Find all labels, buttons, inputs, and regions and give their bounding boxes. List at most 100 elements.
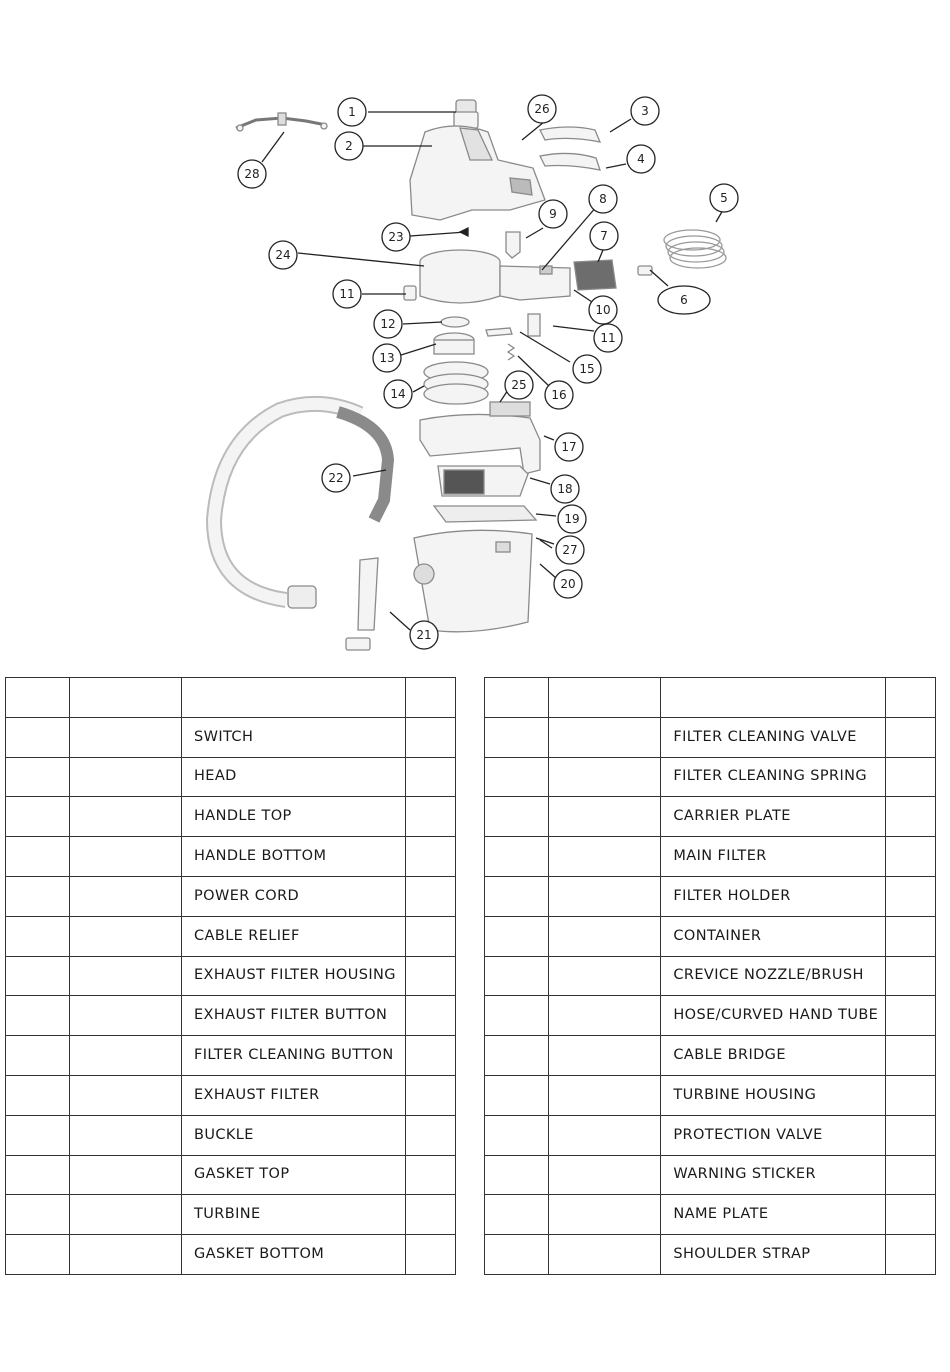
svg-text:25: 25	[511, 378, 526, 392]
empty-cell	[548, 1194, 662, 1236]
part-name-cell: CARRIER PLATE	[660, 796, 886, 838]
callout-26: 26	[527, 94, 557, 124]
empty-cell	[884, 875, 937, 917]
callout-3: 3	[630, 96, 660, 126]
part-name-cell: CONTAINER	[660, 915, 886, 957]
svg-text:24: 24	[275, 248, 290, 262]
part-name-cell: BUCKLE	[181, 1114, 406, 1156]
svg-text:6: 6	[680, 293, 688, 307]
empty-cell	[5, 1194, 70, 1236]
part-row: POWER CORD	[5, 875, 456, 917]
callout-11-right: 11	[593, 323, 623, 353]
empty-cell	[69, 1035, 182, 1076]
empty-cell	[5, 1035, 70, 1076]
svg-text:19: 19	[564, 512, 579, 526]
crevice-nozzle-part	[345, 557, 379, 651]
part-row: CABLE RELIEF	[5, 915, 456, 957]
part-row: HOSE/CURVED HAND TUBE	[483, 995, 937, 1037]
svg-text:3: 3	[641, 104, 649, 118]
empty-cell	[884, 1035, 937, 1076]
svg-text:11: 11	[339, 287, 354, 301]
svg-text:18: 18	[557, 482, 572, 496]
empty-cell	[483, 1114, 550, 1156]
part-row: MAIN FILTER	[483, 836, 937, 877]
empty-cell	[884, 1234, 937, 1275]
part-row: GASKET TOP	[5, 1154, 456, 1196]
part-name-cell: EXHAUST FILTER	[181, 1074, 406, 1116]
part-row: CONTAINER	[483, 915, 937, 957]
empty-cell	[548, 716, 662, 758]
svg-text:23: 23	[388, 230, 403, 244]
callout-11-left: 11	[332, 279, 362, 309]
turbine-part	[433, 332, 475, 355]
part-name-cell: HEAD	[181, 756, 406, 798]
part-name-cell: NAME PLATE	[660, 1194, 886, 1236]
filter-cleaning-spring-part	[506, 343, 516, 361]
leader-lines	[261, 111, 724, 631]
power-cord-part	[663, 229, 727, 269]
shoulder-strap-part	[235, 112, 328, 132]
part-name-cell: MAIN FILTER	[660, 836, 886, 877]
filter-holder-part	[432, 505, 538, 523]
part-row: TURBINE HOUSING	[483, 1074, 937, 1116]
empty-cell	[69, 995, 182, 1037]
empty-cell	[483, 955, 550, 997]
empty-cell	[884, 716, 937, 758]
empty-cell	[405, 1114, 456, 1156]
container-part	[413, 529, 533, 633]
callout-2: 2	[334, 131, 364, 161]
callout-24: 24	[268, 240, 298, 270]
empty-cell	[69, 875, 182, 917]
empty-cell	[483, 915, 550, 957]
empty-cell	[69, 836, 182, 877]
empty-cell	[5, 716, 70, 758]
svg-text:5: 5	[720, 191, 728, 205]
part-name-cell: HANDLE TOP	[181, 796, 406, 838]
empty-cell	[548, 1154, 662, 1196]
part-name-cell: POWER CORD	[181, 875, 406, 917]
empty-cell	[69, 796, 182, 838]
header-cell	[884, 677, 937, 718]
cable-bridge-part	[527, 313, 541, 337]
empty-cell	[884, 955, 937, 997]
empty-cell	[5, 995, 70, 1037]
part-row: PROTECTION VALVE	[483, 1114, 937, 1156]
part-name-cell: GASKET TOP	[181, 1154, 406, 1196]
callout-19: 19	[557, 504, 587, 534]
empty-cell	[548, 1234, 662, 1275]
empty-cell	[884, 836, 937, 877]
empty-cell	[5, 796, 70, 838]
svg-text:16: 16	[551, 388, 566, 402]
empty-cell	[548, 836, 662, 877]
part-name-cell: TURBINE HOUSING	[660, 1074, 886, 1116]
empty-cell	[548, 955, 662, 997]
part-row: CABLE BRIDGE	[483, 1035, 937, 1076]
svg-text:4: 4	[637, 152, 645, 166]
empty-cell	[483, 995, 550, 1037]
turbine-housing-part	[419, 249, 571, 304]
part-name-cell: TURBINE	[181, 1194, 406, 1236]
empty-cell	[483, 716, 550, 758]
part-name-cell: CREVICE NOZZLE/BRUSH	[660, 955, 886, 997]
empty-cell	[5, 836, 70, 877]
empty-cell	[5, 1114, 70, 1156]
empty-cell	[405, 915, 456, 957]
part-row: GASKET BOTTOM	[5, 1234, 456, 1275]
empty-cell	[884, 1154, 937, 1196]
empty-cell	[884, 1074, 937, 1116]
svg-text:11: 11	[600, 331, 615, 345]
empty-cell	[548, 915, 662, 957]
gasket-bottom-part	[423, 361, 489, 405]
empty-cell	[483, 756, 550, 798]
hose-part	[205, 395, 395, 609]
part-row: HANDLE TOP	[5, 796, 456, 838]
svg-text:14: 14	[390, 387, 405, 401]
handle-bottom-part	[539, 152, 601, 171]
part-row: FILTER CLEANING SPRING	[483, 756, 937, 798]
empty-cell	[69, 1114, 182, 1156]
empty-cell	[405, 1074, 456, 1116]
empty-cell	[5, 875, 70, 917]
empty-cell	[5, 955, 70, 997]
part-row: NAME PLATE	[483, 1194, 937, 1236]
svg-text:1: 1	[348, 105, 356, 119]
